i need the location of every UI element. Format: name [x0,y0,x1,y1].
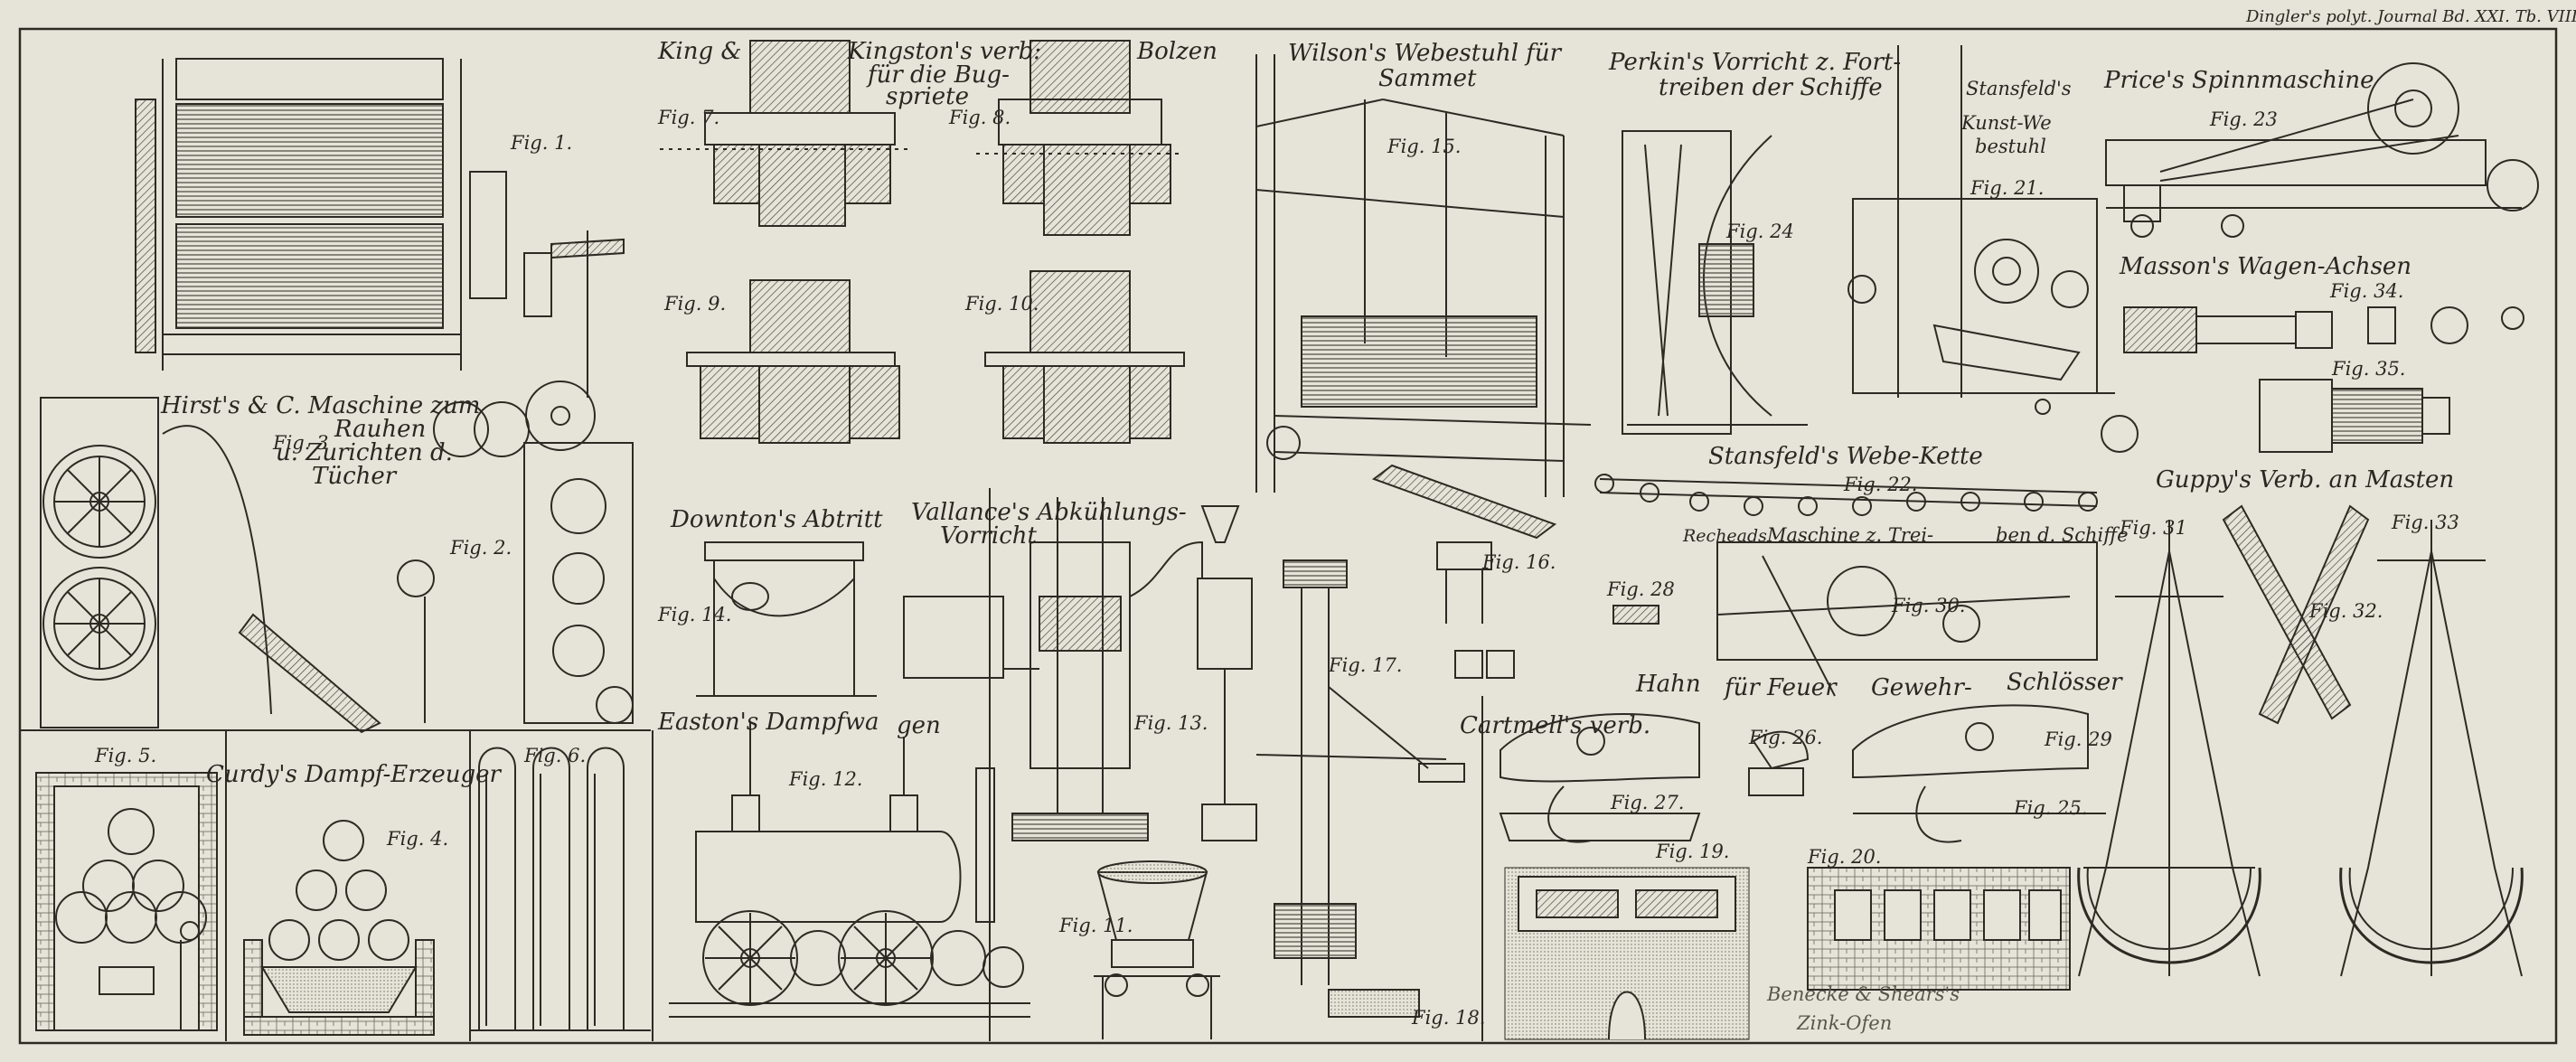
fig-label-7: Fig. 7. [658,107,720,128]
fig-label-29: Fig. 29 [2045,728,2112,750]
title-curdy: Curdy's Dampf-Erzeuger [206,761,501,788]
title-cartmell-5: Schlösser [2007,669,2122,696]
fig-label-9: Fig. 9. [664,293,727,315]
fig-label-15: Fig. 15. [1387,136,1462,157]
title-stansfeld-kunst-1: Stansfeld's [1966,78,2072,99]
fig15-drawing [1255,54,1592,540]
title-hirst-3: u. Zurichten d. [276,439,453,466]
fig-label-13: Fig. 13. [1134,712,1208,734]
title-vallance-2: Vorricht [940,522,1037,550]
fig-label-19: Fig. 19. [1656,841,1730,862]
title-cartmell-3: für Feuer [1725,674,1837,701]
fig-label-8: Fig. 8. [949,107,1011,128]
fig22-drawing [1594,399,2139,516]
title-downton: Downton's Abtritt [671,506,883,533]
fig-label-3: Fig. 3 [273,432,329,454]
title-benecke-1: Benecke & Shears's [1767,983,1960,1005]
fig31-33-drawings [2077,504,2524,977]
fig-label-14: Fig. 14. [658,604,732,625]
title-cartmell-1: Cartmell's verb. [1460,712,1651,739]
title-stansfeld-kette: Stansfeld's Webe-Kette [1708,443,1983,470]
title-hirst-2: Rauhen [334,416,427,443]
fig14-drawing [696,541,877,697]
fig-label-1: Fig. 1. [511,132,573,154]
fig34-35-drawing [2123,306,2524,453]
title-price: Price's Spinnmaschine [2104,67,2374,94]
fig-label-32: Fig. 32. [2309,600,2383,622]
title-stansfeld-kunst-2: Kunst-We [1961,112,2052,134]
fig23-drawing [2105,62,2539,238]
title-guppy: Guppy's Verb. an Masten [2156,466,2455,493]
fig6-drawing [470,747,651,1031]
title-bolzen: Bolzen [1137,38,1217,65]
fig25-29-drawings [1499,704,2106,843]
fig-label-21: Fig. 21. [1970,177,2045,199]
fig-label-12: Fig. 12. [789,768,863,790]
fig-label-6: Fig. 6. [524,745,587,766]
fig-label-17: Fig. 17. [1329,654,1403,676]
fig-label-35: Fig. 35. [2332,358,2406,380]
fig19-20-drawings [1504,867,2071,1040]
fig-label-23: Fig. 23 [2210,108,2278,130]
fig1-drawing [135,58,625,398]
fig-label-2: Fig. 2. [450,537,512,559]
fig30-drawing [1716,541,2098,697]
title-king-4: spriete [886,83,969,110]
title-cartmell-4: Gewehr- [1871,674,1972,701]
title-vallance-1: Vallance's Abkühlungs- [911,499,1187,526]
title-stansfeld-kunst-3: bestuhl [1975,136,2046,157]
fig-label-5: Fig. 5. [95,745,157,766]
fig-label-31: Fig. 31 [2120,517,2187,539]
title-rechead-3: ben d. Schiffe [1996,524,2129,546]
fig-label-34: Fig. 34. [2330,280,2404,302]
fig17-drawing [1255,559,1465,985]
fig-label-28: Fig. 28 [1607,578,1675,600]
fig2-drawing [40,381,634,734]
title-cartmell-2: Hahn [1636,671,1701,698]
fig-label-22: Fig. 22. [1844,474,1918,495]
fig-label-26: Fig. 26. [1749,727,1823,748]
title-wilson-1: Wilson's Webestuhl für [1288,40,1562,67]
fig11-drawing [1094,860,1220,1039]
fig7-10-drawings [660,40,1185,444]
title-perkin-1: Perkin's Vorricht z. Fort- [1609,49,1902,76]
title-king-1: King & [658,38,742,65]
fig12-drawing [669,723,1030,1018]
title-rechead-1: Recheads [1683,526,1767,546]
fig5-drawing [35,772,218,1031]
fig13-drawing [903,497,1257,841]
journal-header: Dingler's polyt. Journal Bd. XXI. Tb. VI… [2246,7,2576,26]
fig-label-27: Fig. 27. [1611,792,1685,813]
title-king-3: für die Bug- [868,61,1010,89]
fig21-drawing [1847,45,2115,398]
fig-label-16: Fig. 16. [1482,551,1556,573]
fig24-drawing [1622,130,1808,435]
fig-label-24: Fig. 24 [1726,221,1794,242]
title-hirst-4: Tücher [312,463,397,490]
fig-label-18: Fig. 18. [1412,1007,1486,1029]
fig-label-25: Fig. 25. [2014,797,2088,819]
fig-label-11: Fig. 11. [1059,915,1133,936]
fig16-28-drawings [1328,541,1804,1018]
title-king-2: Kingston's verb: [848,38,1041,65]
fig-label-4: Fig. 4. [387,828,449,850]
title-easton-2: gen [897,712,941,739]
title-wilson-2: Sammet [1378,65,1477,92]
title-easton-1: Easton's Dampfwa [658,709,879,736]
title-rechead-2: Maschine z. Trei- [1767,524,1934,546]
title-hirst-1: Hirst's & C. Maschine zum [161,392,481,419]
fig-label-30: Fig. 30. [1892,595,1966,616]
fig-label-33: Fig. 33 [2392,512,2459,533]
title-benecke-2: Zink-Ofen [1797,1012,1893,1034]
fig4-drawing [243,820,435,1036]
title-masson: Masson's Wagen-Achsen [2120,253,2412,280]
fig-label-20: Fig. 20. [1808,846,1882,868]
title-perkin-2: treiben der Schiffe [1659,74,1883,101]
fig-label-10: Fig. 10. [965,293,1039,315]
